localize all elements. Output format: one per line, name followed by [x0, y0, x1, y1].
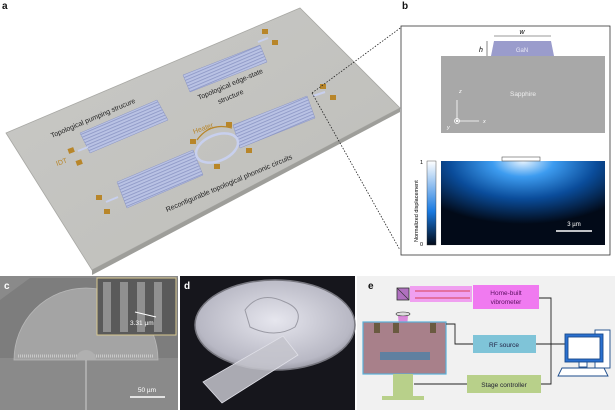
- vibrometer-label-line1: Home-built: [490, 290, 522, 297]
- axis-y-label: y: [446, 125, 451, 131]
- panel-e-letter: e: [368, 281, 374, 292]
- colorbar-label: Normalized displacement: [414, 180, 420, 242]
- edge-state-feed: [257, 37, 269, 43]
- stage-controller-box: [467, 375, 541, 393]
- ring-resonator: [194, 132, 240, 164]
- rf-source-box: [473, 335, 536, 353]
- stage-controller-label: Stage controller: [481, 382, 527, 389]
- laser-beam-horizontal: [410, 286, 472, 302]
- panel-c: 3.31 µm 50 µm c: [0, 276, 178, 410]
- displacement-heatmap: [441, 161, 605, 245]
- pumping-feed: [77, 146, 89, 152]
- panel-b: b GaN w h Sapphire z x y 3 µm 1 0 Normal…: [400, 1, 611, 256]
- reconfig-feed-right: [312, 91, 326, 97]
- stage-post: [393, 374, 413, 396]
- objective-lens: [395, 311, 411, 317]
- axis-z-label: z: [458, 89, 462, 95]
- zoom-line-top: [311, 25, 404, 94]
- chip-sample: [202, 335, 299, 404]
- panel-a-letter: a: [2, 1, 8, 12]
- inset-measure-label: 3.31 µm: [130, 320, 154, 327]
- stage-base: [382, 396, 424, 400]
- edge-state-electrodes: [262, 29, 278, 45]
- coin: [194, 279, 356, 371]
- probe-needles: [374, 323, 436, 333]
- chip-substrate: [5, 7, 401, 271]
- heater-pads: [190, 122, 252, 169]
- beam-splitter-mirror: [396, 287, 410, 301]
- label-h: h: [479, 47, 483, 54]
- label-idt: IDT: [55, 157, 69, 168]
- gan-waveguide: [491, 41, 554, 56]
- coin-engraving: [244, 297, 299, 334]
- colorbar-min: 0: [420, 242, 423, 248]
- panel-d: d: [180, 276, 356, 410]
- panel-b-letter: b: [402, 1, 408, 12]
- heater-strip: [196, 125, 233, 141]
- panel-d-letter: d: [184, 281, 190, 292]
- colorbar: [426, 160, 437, 246]
- colorbar-max: 1: [420, 160, 423, 166]
- heatmap-waveguide-outline: [501, 156, 541, 162]
- inset-measure-arrow: [134, 311, 157, 318]
- label-sapphire: Sapphire: [510, 91, 536, 98]
- vibrometer-label-line2: vibrometer: [491, 299, 523, 306]
- computer-icon: [557, 329, 611, 377]
- axis-x-label: x: [482, 119, 486, 125]
- reconfig-idt-pads: [96, 84, 336, 214]
- pumping-waveguide-array: [79, 99, 169, 154]
- reconfig-feed-left: [105, 196, 119, 203]
- label-gan: GaN: [516, 48, 528, 54]
- sapphire-substrate: [441, 56, 605, 133]
- panel-c-letter: c: [4, 281, 10, 292]
- sample-chip: [380, 352, 430, 360]
- sem-scale-label: 50 µm: [138, 387, 156, 394]
- connection-lines: [414, 297, 565, 385]
- rf-source-label: RF source: [489, 342, 519, 349]
- sem-inset-fingers: [103, 282, 162, 332]
- sem-center-arc: [76, 350, 96, 360]
- heatmap-scale-label: 3 µm: [567, 222, 580, 228]
- chip-edge: [92, 108, 400, 275]
- label-w: w: [519, 29, 525, 36]
- idt-electrodes: [67, 147, 83, 166]
- reconfig-waveguide-left: [116, 149, 204, 209]
- vibrometer-box: [473, 285, 539, 309]
- panel-a: a Topological pumping str: [2, 1, 404, 275]
- edge-state-waveguide-array: [182, 44, 268, 93]
- panel-e: e Home-built vibrometer RF source Stage …: [357, 276, 615, 410]
- axes-icon: [454, 100, 479, 124]
